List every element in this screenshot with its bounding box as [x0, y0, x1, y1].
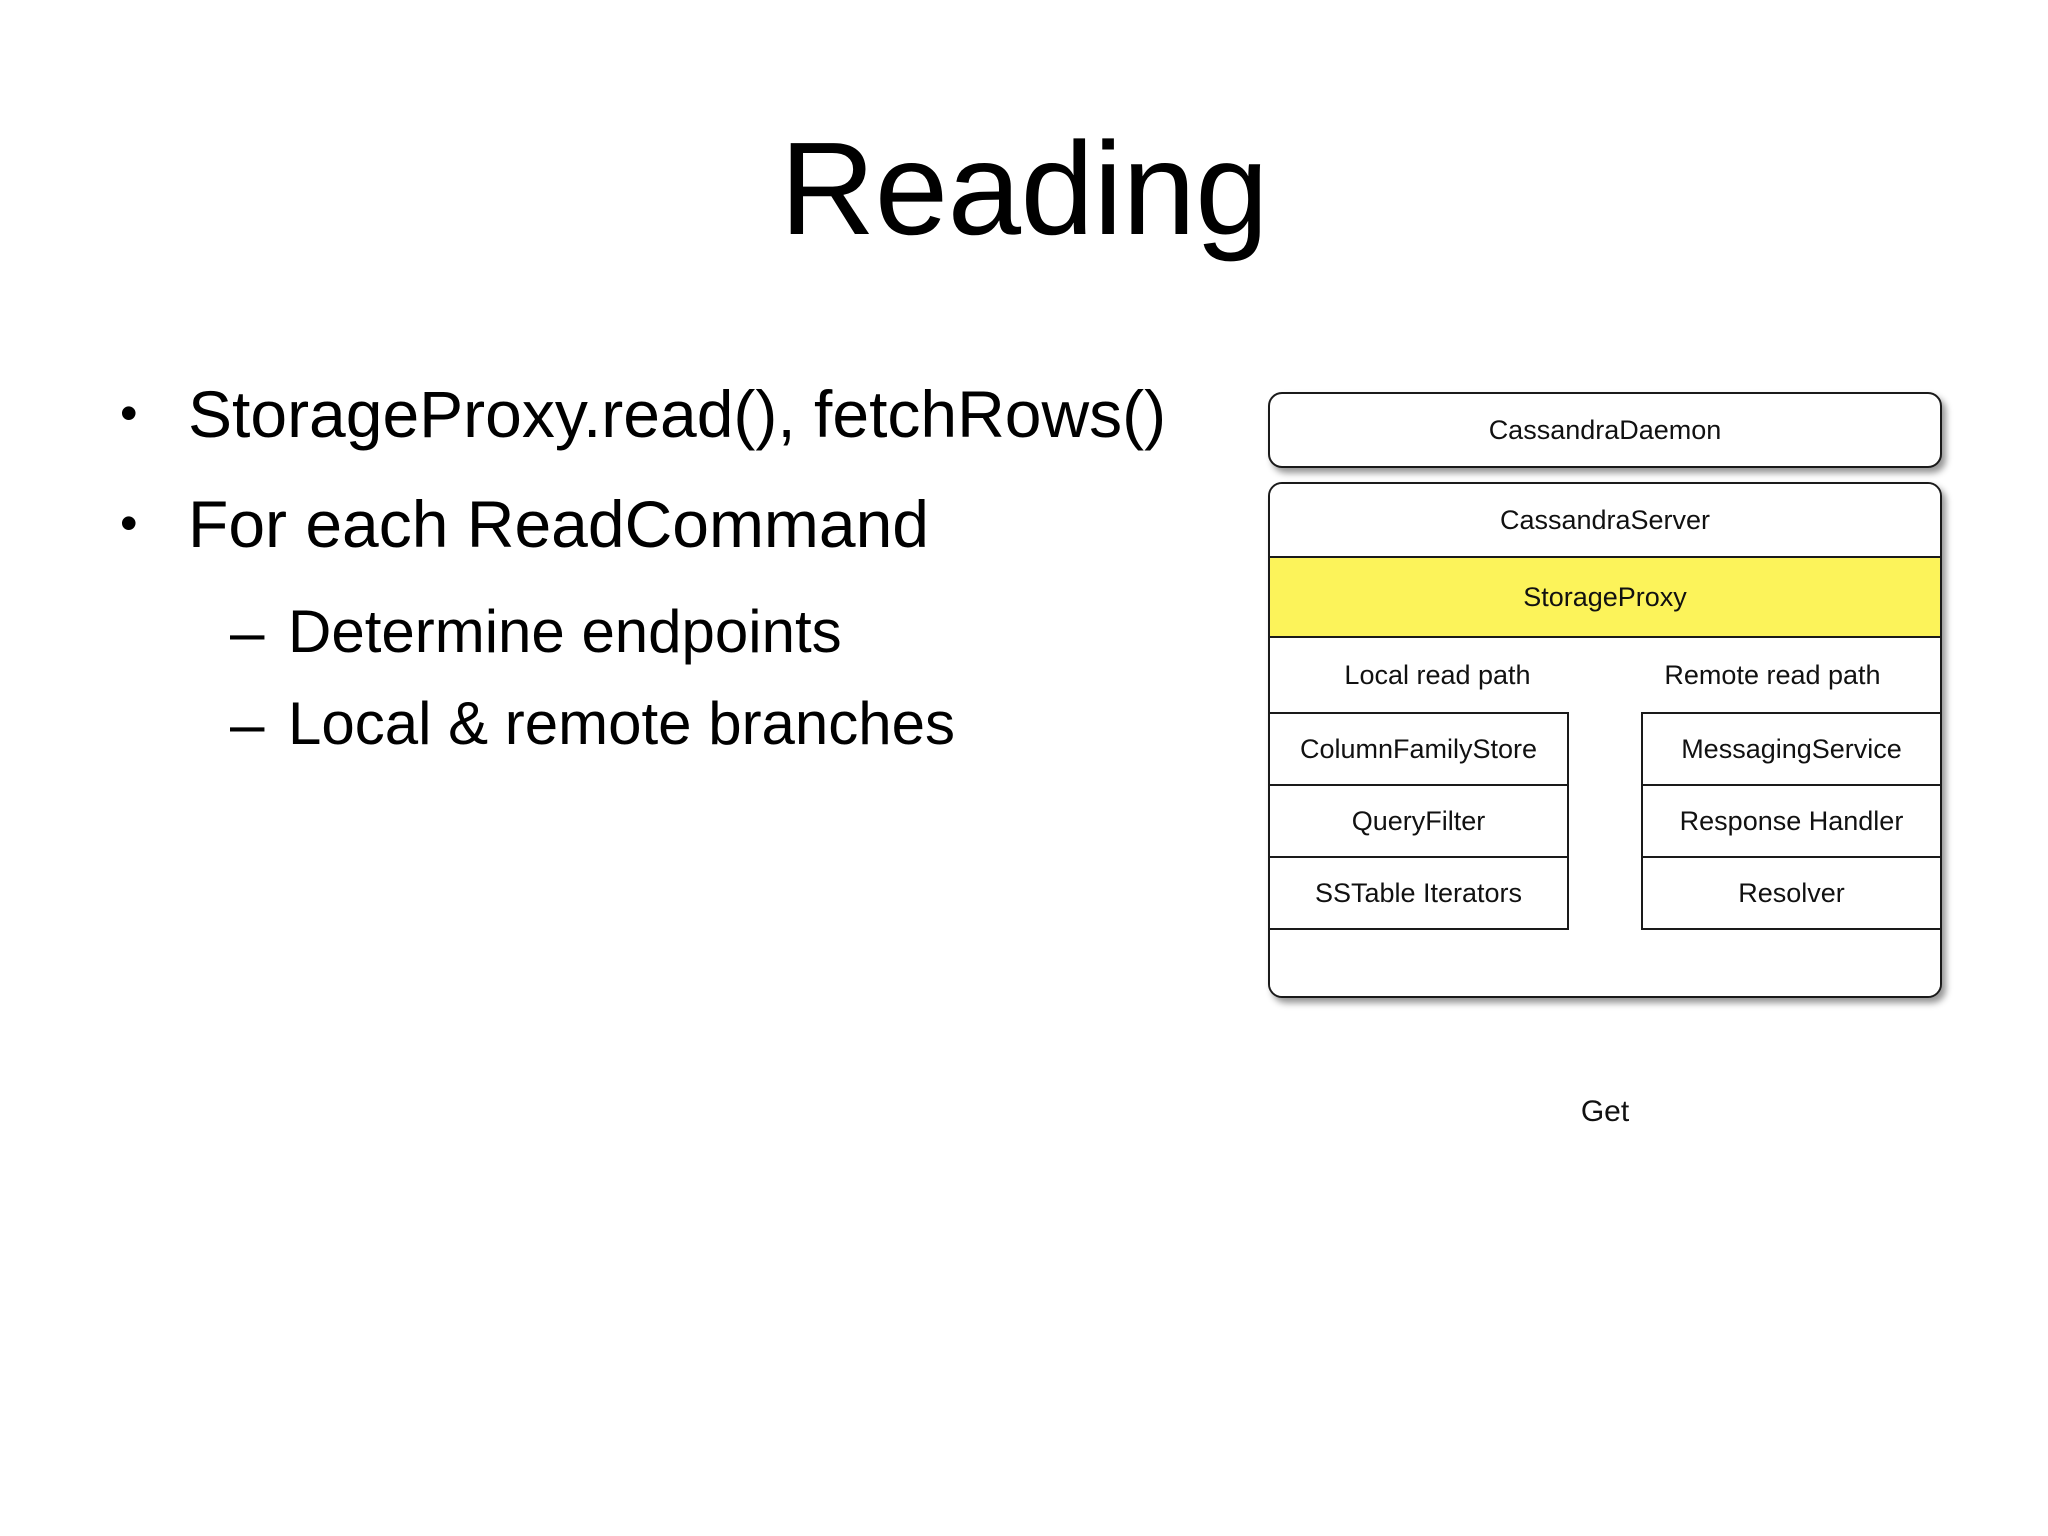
- diagram-box-label: StorageProxy: [1523, 581, 1687, 612]
- diagram-box-storage-proxy-highlighted: StorageProxy: [1270, 556, 1940, 638]
- diagram-box-label: Remote read path: [1664, 659, 1881, 690]
- diagram-path-headers: Local read path Remote read path: [1270, 638, 1940, 712]
- bullet-text: Local & remote branches: [288, 690, 956, 758]
- bullet-text: StorageProxy.read(), fetchRows(): [188, 377, 1167, 451]
- diagram-box-label: Local read path: [1344, 659, 1531, 690]
- list-item: – Determine endpoints: [120, 598, 1210, 669]
- list-item: • For each ReadCommand: [120, 486, 1210, 562]
- diagram-caption: Get: [1580, 1095, 1630, 1128]
- dash-marker-icon: –: [230, 597, 265, 667]
- diagram-header-local-read-path: Local read path: [1270, 638, 1605, 712]
- diagram-box-columnfamilystore: ColumnFamilyStore: [1270, 714, 1567, 786]
- page-title: Reading: [779, 115, 1269, 262]
- diagram-box-resolver: Resolver: [1643, 858, 1940, 930]
- list-item: • StorageProxy.read(), fetchRows(): [120, 377, 1210, 452]
- bullet-text: For each ReadCommand: [188, 486, 930, 561]
- bullet-marker-icon: •: [120, 385, 138, 441]
- architecture-diagram: CassandraDaemon CassandraServer StorageP…: [1268, 392, 1942, 998]
- diagram-box-queryfilter: QueryFilter: [1270, 786, 1567, 858]
- diagram-box-cassandra-daemon: CassandraDaemon: [1268, 392, 1942, 468]
- diagram-box-label: SSTable Iterators: [1314, 877, 1523, 908]
- diagram-path-columns: ColumnFamilyStore QueryFilter SSTable It…: [1270, 712, 1940, 930]
- diagram-box-label: CassandraDaemon: [1488, 414, 1722, 445]
- diagram-footer-strip: [1270, 930, 1940, 996]
- diagram-box-cassandra-server: CassandraServer: [1270, 484, 1940, 556]
- diagram-column-remote-read-path: MessagingService Response Handler Resolv…: [1641, 712, 1940, 930]
- bullet-marker-icon: •: [120, 494, 138, 551]
- bullet-list: • StorageProxy.read(), fetchRows() • For…: [120, 377, 1210, 783]
- diagram-box-label: MessagingService: [1681, 733, 1902, 764]
- diagram-box-messagingservice: MessagingService: [1643, 714, 1940, 786]
- diagram-box-label: Response Handler: [1679, 805, 1904, 836]
- dash-marker-icon: –: [230, 690, 265, 760]
- bullet-text: Determine endpoints: [288, 597, 842, 665]
- diagram-column-local-read-path: ColumnFamilyStore QueryFilter SSTable It…: [1270, 712, 1569, 930]
- diagram-box-sstable-iterators: SSTable Iterators: [1270, 858, 1567, 930]
- diagram-box-response-handler: Response Handler: [1643, 786, 1940, 858]
- list-item: – Local & remote branches: [120, 690, 1210, 761]
- diagram-container-cassandra-server: CassandraServer StorageProxy Local read …: [1268, 482, 1942, 998]
- diagram-box-label: QueryFilter: [1351, 805, 1486, 836]
- diagram-box-label: CassandraServer: [1499, 504, 1711, 535]
- diagram-box-label: ColumnFamilyStore: [1299, 733, 1538, 764]
- diagram-box-label: Resolver: [1738, 877, 1845, 908]
- diagram-header-remote-read-path: Remote read path: [1605, 638, 1940, 712]
